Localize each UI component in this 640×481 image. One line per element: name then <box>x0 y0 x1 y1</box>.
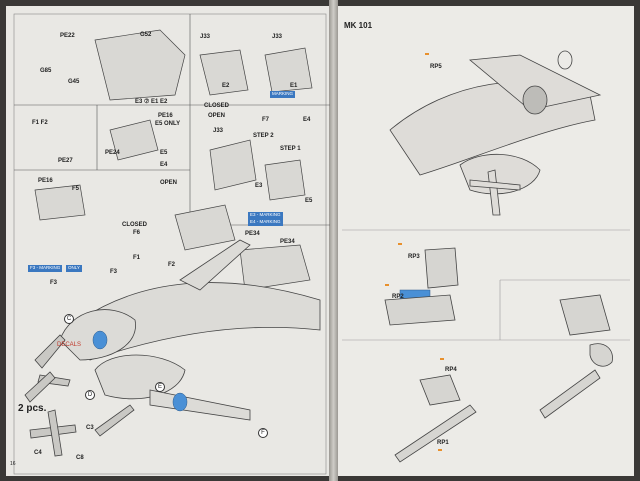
callout-f: F <box>258 428 268 438</box>
label-j33c: J33 <box>213 128 224 134</box>
label-decals: DECALS <box>57 342 82 348</box>
callout-e: E <box>155 382 165 392</box>
label-c8: C8 <box>76 455 84 461</box>
label-pe16: PE16 <box>38 178 53 184</box>
marking-b-tag: MARKING <box>270 91 296 98</box>
label-f7: F7 <box>262 117 270 123</box>
label-open-top: OPEN <box>208 113 226 119</box>
two-pcs-label: 2 pcs. <box>18 403 47 414</box>
label-e3-e1-e2: E3 ⑦ E1 E2 <box>135 99 168 105</box>
rp3-tag <box>398 243 402 245</box>
label-rp5: RP5 <box>430 64 442 70</box>
label-f1: F1 <box>133 255 141 261</box>
label-g52: G52 <box>140 32 152 38</box>
label-j33a: J33 <box>200 34 211 40</box>
label-e5: E5 <box>160 150 168 156</box>
e3-marking-tag: E3 - MARKING <box>248 212 283 219</box>
label-step2: STEP 2 <box>253 133 274 139</box>
label-pe27: PE27 <box>58 158 73 164</box>
page-gutter <box>329 0 338 481</box>
label-closed-top: CLOSED <box>204 103 230 109</box>
rp2-tag <box>385 284 389 286</box>
label-j33b: J33 <box>272 34 283 40</box>
label-rp4: RP4 <box>445 367 457 373</box>
label-pe24: PE24 <box>105 150 120 156</box>
label-e5b: E5 <box>305 198 313 204</box>
label-closed: CLOSED <box>122 222 148 228</box>
label-f6: F6 <box>133 230 141 236</box>
label-rp2: RP2 <box>392 294 404 300</box>
label-e4: E4 <box>303 117 311 123</box>
page-number: 16 <box>10 461 16 467</box>
callout-c: C <box>64 314 74 324</box>
label-pe22: PE22 <box>60 33 75 39</box>
rp1-tag <box>438 449 442 451</box>
label-e2: E2 <box>222 83 230 89</box>
label-pe16-top: PE16 <box>158 113 173 119</box>
label-g45: G45 <box>68 79 80 85</box>
label-e1: E1 <box>290 83 298 89</box>
label-pe34b: PE34 <box>280 239 295 245</box>
label-g85: G85 <box>40 68 52 74</box>
label-pe34a: PE34 <box>245 231 260 237</box>
callout-d: D <box>85 390 95 400</box>
label-f5: F5 <box>72 186 80 192</box>
label-rp1: RP1 <box>437 440 449 446</box>
label-e5only: E5 ONLY <box>155 121 181 127</box>
label-f3: F3 <box>110 269 118 275</box>
label-open: OPEN <box>160 180 178 186</box>
f3-marking-tag: F3 - MARKING <box>28 265 63 272</box>
label-f3b: F3 <box>50 280 58 286</box>
label-c3: C3 <box>86 425 94 431</box>
rp5-tag <box>425 53 429 55</box>
label-step1: STEP 1 <box>280 146 301 152</box>
right-page <box>336 6 634 476</box>
label-e4-small: E4 <box>160 162 168 168</box>
label-rp3: RP3 <box>408 254 420 260</box>
only-tag: ONLY <box>66 265 82 272</box>
label-f2: F2 <box>168 262 176 268</box>
e4-marking-tag: E4 - MARKING <box>248 219 283 226</box>
rp4-tag <box>440 358 444 360</box>
label-c4: C4 <box>34 450 42 456</box>
label-f1f2: F1 F2 <box>32 120 48 126</box>
label-e3: E3 <box>255 183 263 189</box>
page-title: MK 101 <box>344 21 373 30</box>
